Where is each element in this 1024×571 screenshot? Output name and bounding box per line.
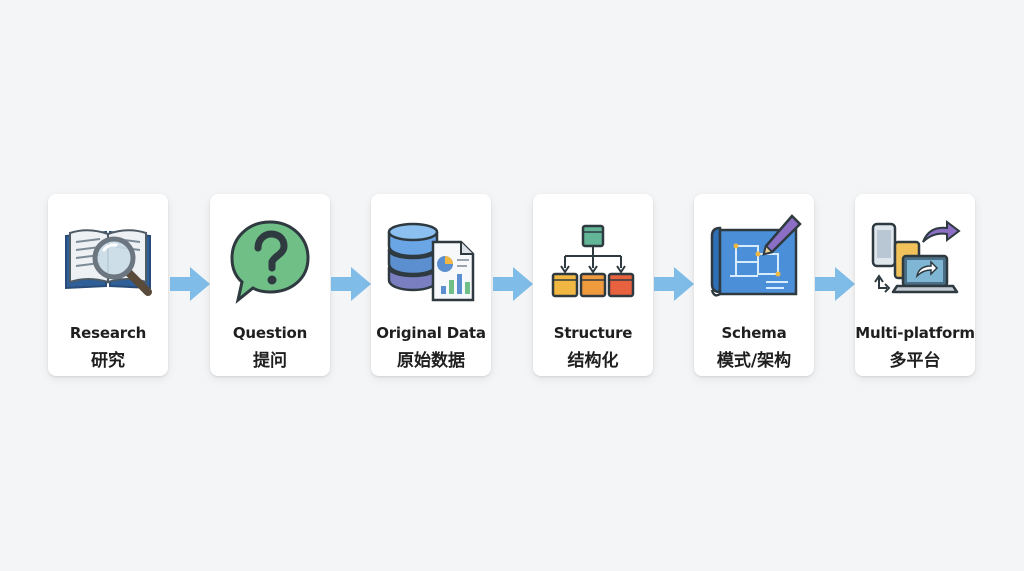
blueprint-pencil-icon — [704, 212, 804, 308]
step-label-zh: 研究 — [91, 351, 125, 371]
step-label-zh: 提问 — [253, 351, 287, 371]
step-label-en: Schema — [721, 324, 787, 342]
step-card-multi-platform: Multi-platform 多平台 — [855, 194, 975, 376]
step-label-zh: 结构化 — [567, 351, 619, 371]
question-bubble-icon — [220, 212, 320, 308]
step-label-en: Multi-platform — [855, 324, 975, 342]
flow-arrow — [652, 264, 696, 304]
step-label-zh: 多平台 — [889, 351, 941, 371]
step-card-original-data: Original Data 原始数据 — [371, 194, 491, 376]
flow-arrow — [329, 264, 373, 304]
step-card-schema: Schema 模式/架构 — [694, 194, 814, 376]
flow-arrow — [168, 264, 212, 304]
flow-arrow — [813, 264, 857, 304]
database-report-icon — [381, 212, 481, 308]
step-card-question: Question 提问 — [210, 194, 330, 376]
step-label-en: Original Data — [376, 324, 486, 342]
step-card-structure: Structure 结构化 — [533, 194, 653, 376]
hierarchy-cubes-icon — [543, 212, 643, 308]
devices-share-icon — [865, 212, 965, 308]
step-label-en: Structure — [553, 324, 633, 342]
step-label-en: Question — [232, 324, 308, 342]
step-label-zh: 模式/架构 — [716, 351, 792, 371]
step-label-zh: 原始数据 — [397, 351, 465, 371]
flow-arrow — [491, 264, 535, 304]
step-label-en: Research — [69, 324, 147, 342]
book-magnifier-icon — [58, 212, 158, 308]
step-card-research: Research 研究 — [48, 194, 168, 376]
